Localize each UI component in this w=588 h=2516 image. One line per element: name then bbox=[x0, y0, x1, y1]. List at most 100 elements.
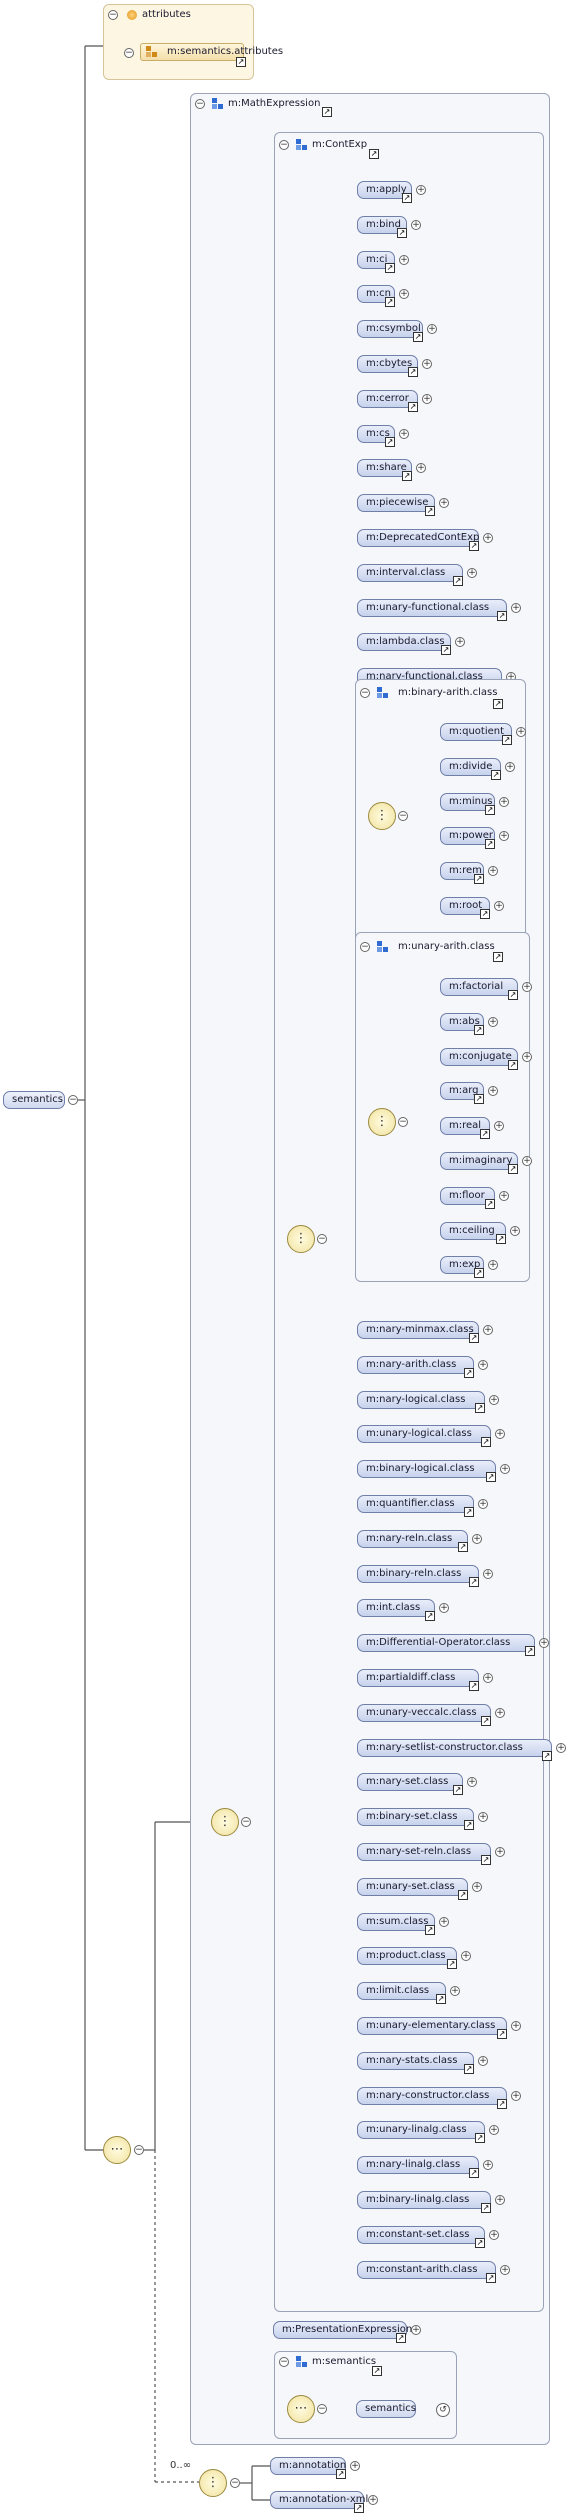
arrow-link-icon[interactable]: ↗ bbox=[464, 1507, 474, 1517]
arrow-link-icon[interactable]: ↗ bbox=[474, 1024, 484, 1035]
arrow-link-icon[interactable]: ↗ bbox=[474, 1094, 484, 1105]
element-box[interactable]: m:nary-set.class bbox=[357, 1773, 463, 1792]
arrow-link-icon[interactable]: ↗ bbox=[425, 1924, 435, 1935]
expand-plus-icon[interactable]: + bbox=[494, 1121, 504, 1132]
arrow-link-icon[interactable]: ↗ bbox=[441, 645, 451, 656]
arrow-link-icon[interactable]: ↗ bbox=[497, 2029, 507, 2039]
minus-circle-icon[interactable]: − bbox=[398, 811, 408, 821]
expand-plus-icon[interactable]: + bbox=[488, 866, 498, 877]
arrow-link-icon[interactable]: ↗ bbox=[508, 1059, 518, 1070]
element-box[interactable]: m:unary-set.class bbox=[357, 1877, 468, 1896]
expand-plus-icon[interactable]: + bbox=[461, 1951, 471, 1962]
arrow-link-icon[interactable]: ↗ bbox=[485, 839, 495, 850]
element-box[interactable]: m:int.class bbox=[357, 1599, 435, 1618]
arrow-link-icon[interactable]: ↗ bbox=[385, 297, 395, 308]
element-box[interactable]: m:quantifier.class bbox=[357, 1495, 474, 1513]
arrow-link-icon[interactable]: ↗ bbox=[425, 1611, 435, 1622]
element-box[interactable]: m:share bbox=[357, 459, 412, 478]
arrow-link-icon[interactable]: ↗ bbox=[469, 1681, 479, 1691]
arrow-link-icon[interactable]: ↗ bbox=[469, 2168, 479, 2179]
minus-circle-icon[interactable]: − bbox=[360, 942, 370, 952]
element-box[interactable]: m:apply bbox=[357, 181, 412, 199]
arrow-link-icon[interactable]: ↗ bbox=[458, 1541, 468, 1552]
expand-plus-icon[interactable]: + bbox=[416, 185, 426, 195]
element-box[interactable]: m:unary-logical.class bbox=[357, 1425, 491, 1444]
arrow-link-icon[interactable]: ↗ bbox=[469, 1576, 479, 1587]
annotation-xml-element[interactable]: m:annotation-xml bbox=[270, 2491, 368, 2509]
arrow-link-icon[interactable]: ↗ bbox=[354, 2503, 364, 2513]
arrow-link-icon[interactable]: ↗ bbox=[502, 735, 512, 745]
minus-circle-icon[interactable]: − bbox=[279, 2357, 289, 2367]
minus-circle-icon[interactable]: − bbox=[317, 1234, 327, 1244]
arrow-link-icon[interactable]: ↗ bbox=[497, 610, 507, 621]
element-box[interactable]: m:constant-set.class bbox=[357, 2225, 485, 2244]
element-box[interactable]: m:sum.class bbox=[357, 1912, 435, 1931]
expand-plus-icon[interactable]: + bbox=[522, 982, 532, 992]
element-box[interactable]: m:quotient bbox=[440, 723, 512, 741]
expand-plus-icon[interactable]: + bbox=[495, 1847, 505, 1857]
minus-circle-icon[interactable]: − bbox=[124, 48, 134, 58]
expand-plus-icon[interactable]: + bbox=[422, 393, 432, 404]
arrow-link-icon[interactable]: ↗ bbox=[496, 1233, 506, 1244]
expand-plus-icon[interactable]: + bbox=[483, 1325, 493, 1335]
element-box[interactable]: m:piecewise bbox=[357, 494, 435, 513]
expand-plus-icon[interactable]: + bbox=[422, 359, 432, 369]
expand-plus-icon[interactable]: + bbox=[539, 1638, 549, 1649]
element-box[interactable]: m:csymbol bbox=[357, 320, 423, 339]
arrow-link-icon[interactable]: ↗ bbox=[425, 506, 435, 517]
element-box[interactable]: m:rem bbox=[440, 862, 484, 881]
expand-plus-icon[interactable]: + bbox=[450, 1986, 460, 1997]
expand-plus-icon[interactable]: + bbox=[488, 1086, 498, 1097]
element-box[interactable]: m:minus bbox=[440, 792, 495, 811]
arrow-link-icon[interactable]: ↗ bbox=[396, 2333, 406, 2343]
arrow-link-icon[interactable]: ↗ bbox=[453, 1785, 463, 1796]
expand-plus-icon[interactable]: + bbox=[505, 761, 515, 772]
minus-circle-icon[interactable]: + bbox=[350, 2461, 360, 2471]
expand-plus-icon[interactable]: + bbox=[556, 1742, 566, 1753]
minus-circle-icon[interactable]: − bbox=[134, 2145, 144, 2155]
element-box[interactable]: m:unary-linalg.class bbox=[357, 2121, 485, 2140]
arrow-link-icon[interactable]: ↗ bbox=[486, 1472, 496, 1483]
arrow-link-icon[interactable]: ↗ bbox=[481, 1855, 491, 1865]
expand-plus-icon[interactable]: + bbox=[467, 1777, 477, 1788]
expand-plus-icon[interactable]: + bbox=[522, 1156, 532, 1166]
minus-circle-icon[interactable]: − bbox=[68, 1095, 78, 1105]
expand-plus-icon[interactable]: + bbox=[478, 2055, 488, 2066]
element-box[interactable]: m:cerror bbox=[357, 389, 418, 408]
arrow-link-icon[interactable]: ↗ bbox=[469, 541, 479, 551]
expand-plus-icon[interactable]: + bbox=[511, 2090, 521, 2101]
element-box[interactable]: m:bind bbox=[357, 215, 407, 234]
expand-plus-icon[interactable]: + bbox=[427, 324, 437, 335]
expand-plus-icon[interactable]: + bbox=[488, 1016, 498, 1027]
arrow-link-icon[interactable]: ↗ bbox=[485, 804, 495, 815]
element-box[interactable]: m:interval.class bbox=[357, 563, 463, 582]
expand-plus-icon[interactable]: + bbox=[511, 602, 521, 613]
arrow-link-icon[interactable]: ↗ bbox=[469, 1333, 479, 1343]
arrow-link-icon[interactable]: ↗ bbox=[372, 2366, 382, 2376]
arrow-link-icon[interactable]: ↗ bbox=[385, 436, 395, 447]
arrow-link-icon[interactable]: ↗ bbox=[485, 1198, 495, 1209]
arrow-link-icon[interactable]: ↗ bbox=[508, 990, 518, 1000]
arrow-link-icon[interactable]: ↗ bbox=[464, 2063, 474, 2074]
expand-plus-icon[interactable]: + bbox=[478, 1499, 488, 1509]
element-box[interactable]: m:real bbox=[440, 1117, 490, 1136]
element-box[interactable]: m:nary-constructor.class bbox=[357, 2086, 507, 2105]
arrow-link-icon[interactable]: ↗ bbox=[402, 193, 412, 203]
element-box[interactable]: m:DeprecatedContExp bbox=[357, 529, 479, 547]
element-box[interactable]: m:nary-reln.class bbox=[357, 1529, 468, 1548]
element-box[interactable]: m:floor bbox=[440, 1186, 495, 1205]
expand-plus-icon[interactable]: + bbox=[488, 1260, 498, 1271]
arrow-link-icon[interactable]: ↗ bbox=[464, 1820, 474, 1831]
expand-plus-icon[interactable]: + bbox=[478, 1812, 488, 1823]
element-box[interactable]: m:factorial bbox=[440, 978, 518, 996]
expand-plus-icon[interactable]: + bbox=[467, 567, 477, 578]
arrow-link-icon[interactable]: ↗ bbox=[408, 367, 418, 377]
expand-plus-icon[interactable]: + bbox=[483, 1673, 493, 1683]
expand-plus-icon[interactable]: + bbox=[483, 2160, 493, 2171]
element-box[interactable]: m:Differential-Operator.class bbox=[357, 1634, 535, 1653]
element-box[interactable]: m:constant-arith.class bbox=[357, 2260, 496, 2279]
minus-circle-icon[interactable]: − bbox=[398, 1117, 408, 1127]
element-box[interactable]: m:binary-set.class bbox=[357, 1808, 474, 1827]
arrow-link-icon[interactable]: ↗ bbox=[369, 149, 379, 159]
element-box[interactable]: m:unary-functional.class bbox=[357, 598, 507, 617]
